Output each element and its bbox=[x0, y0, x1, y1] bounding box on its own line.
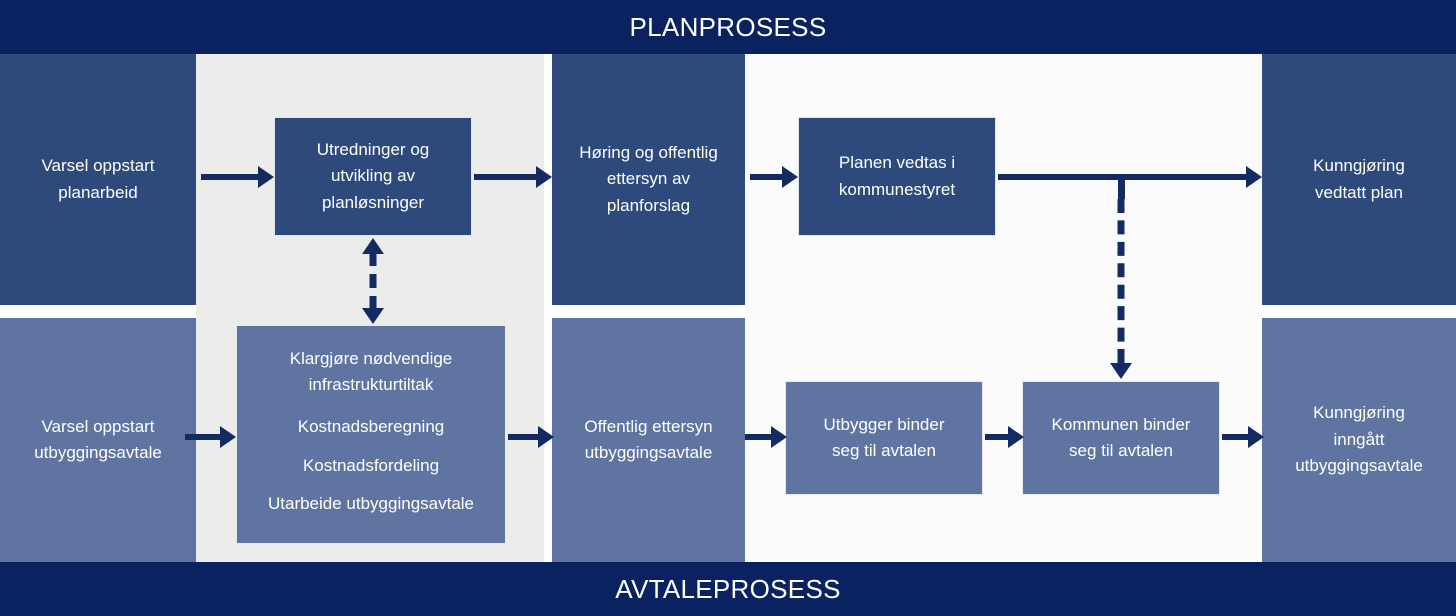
kunngjoring-vedtatt-line2: vedtatt plan bbox=[1315, 182, 1403, 202]
dashed-branch-stub bbox=[1118, 177, 1125, 199]
kommunen-line2: seg til avtalen bbox=[1069, 441, 1173, 460]
klargjore-line3: Kostnadsberegning bbox=[297, 417, 445, 437]
node-klargjore-infrastruktur[interactable]: Klargjøre nødvendige infrastrukturtiltak… bbox=[236, 325, 506, 544]
planen-vedtas-line2: kommunestyret bbox=[838, 179, 956, 199]
klargjore-line1: Klargjøre nødvendige bbox=[289, 348, 453, 368]
column-offentlig-ettersyn-utbyggingsavtale: Offentlig ettersyn utbyggingsavtale bbox=[552, 318, 745, 562]
planen-vedtas-line1: Planen vedtas i bbox=[838, 153, 956, 173]
column-varsel-oppstart-planarbeid: Varsel oppstart planarbeid bbox=[0, 54, 196, 305]
klargjore-line2: infrastrukturtiltak bbox=[308, 374, 434, 394]
kommunen-line1: Kommunen binder bbox=[1051, 414, 1191, 434]
utredninger-line3: planløsninger bbox=[321, 192, 425, 212]
node-utredninger-utvikling[interactable]: Utredninger og utvikling av planløsninge… bbox=[274, 117, 472, 236]
varsel-planarbeid-line2: planarbeid bbox=[58, 182, 138, 202]
header-title-planprosess: PLANPROSESS bbox=[629, 11, 827, 42]
kunngjoring-inngatt-line1: Kunngjøring bbox=[1313, 403, 1405, 423]
horing-line1: Høring og offentlig bbox=[579, 142, 718, 162]
utredninger-line1: Utredninger og bbox=[316, 139, 430, 159]
horing-line3: planforslag bbox=[606, 195, 691, 215]
utbygger-line1: Utbygger binder bbox=[823, 414, 945, 434]
column-kunngjoring-inngatt-utbyggingsavtale: Kunngjøring inngått utbyggingsavtale bbox=[1262, 318, 1456, 562]
node-kommunen-binder-seg[interactable]: Kommunen binder seg til avtalen bbox=[1022, 381, 1220, 495]
kunngjoring-inngatt-line3: utbyggingsavtale bbox=[1295, 456, 1423, 476]
offentlig-ettersyn-line1: Offentlig ettersyn bbox=[584, 416, 713, 436]
varsel-utbygg-line2: utbyggingsavtale bbox=[34, 443, 162, 462]
klargjore-line4: Kostnadsfordeling bbox=[302, 455, 440, 475]
varsel-planarbeid-line1: Varsel oppstart bbox=[41, 156, 155, 176]
node-utbygger-binder-seg[interactable]: Utbygger binder seg til avtalen bbox=[785, 381, 983, 495]
offentlig-ettersyn-line2: utbyggingsavtale bbox=[584, 443, 713, 462]
kunngjoring-inngatt-line2: inngått bbox=[1333, 429, 1385, 449]
utredninger-line2: utvikling av bbox=[330, 166, 416, 186]
column-varsel-oppstart-utbyggingsavtale: Varsel oppstart utbyggingsavtale bbox=[0, 318, 196, 562]
column-kunngjoring-vedtatt-plan: Kunngjøring vedtatt plan bbox=[1262, 54, 1456, 305]
utbygger-line2: seg til avtalen bbox=[832, 441, 936, 460]
footer-band-avtaleprosess: AVTALEPROSESS bbox=[0, 562, 1456, 616]
node-planen-vedtas-kommunestyret[interactable]: Planen vedtas i kommunestyret bbox=[798, 117, 996, 236]
kunngjoring-vedtatt-line1: Kunngjøring bbox=[1313, 156, 1405, 176]
column-horing-offentlig-ettersyn: Høring og offentlig ettersyn av planfors… bbox=[552, 54, 745, 305]
horing-line2: ettersyn av bbox=[606, 169, 691, 189]
footer-title-avtaleprosess: AVTALEPROSESS bbox=[615, 573, 841, 604]
klargjore-line5: Utarbeide utbyggingsavtale bbox=[267, 494, 475, 514]
varsel-utbygg-line1: Varsel oppstart bbox=[41, 416, 155, 436]
header-band-planprosess: PLANPROSESS bbox=[0, 0, 1456, 54]
